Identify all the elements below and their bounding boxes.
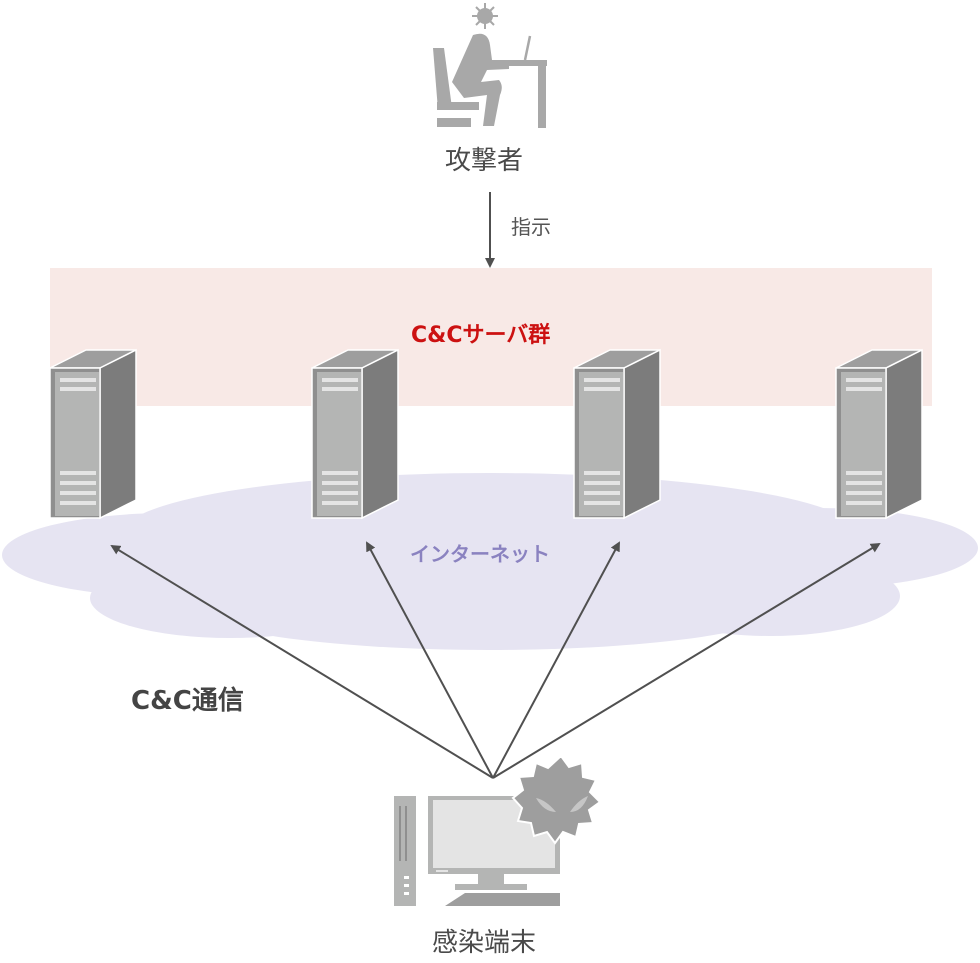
cc-arrow-4 <box>492 542 881 779</box>
internet-cloud-icon <box>2 473 978 650</box>
cc-server-1 <box>49 349 137 519</box>
cc-server-4 <box>835 349 923 519</box>
internet-label: インターネット <box>410 542 550 566</box>
attacker-icon <box>433 3 547 128</box>
attacker-label: 攻撃者 <box>445 146 524 176</box>
cc-arrow-1 <box>110 544 494 779</box>
instruction-label: 指示 <box>511 215 551 239</box>
cc-server-group-label: C&Cサーバ群 <box>411 323 551 348</box>
cc-communication-label: C&C通信 <box>131 686 244 716</box>
cc-server-2 <box>311 349 399 519</box>
cc-server-3 <box>573 349 661 519</box>
cc-arrow-2 <box>366 541 494 779</box>
cc-server-group-band <box>50 268 932 406</box>
malware-virus-icon <box>511 754 602 845</box>
cc-arrow-3 <box>492 541 620 779</box>
infected-terminal-label: 感染端末 <box>432 928 537 958</box>
cc-communication-arrows <box>110 541 881 779</box>
